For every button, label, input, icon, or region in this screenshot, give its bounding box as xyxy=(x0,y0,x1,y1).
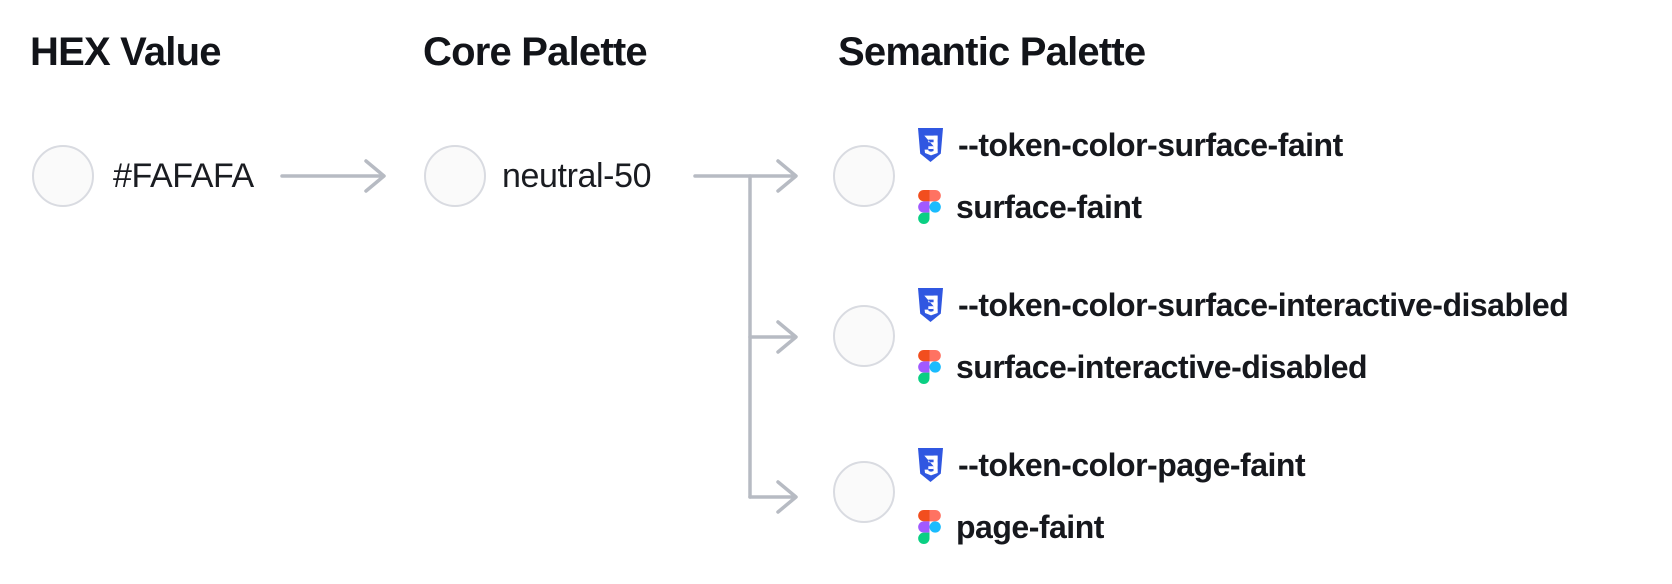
hex-color-swatch xyxy=(32,145,94,207)
css-variable-name: --token-color-page-faint xyxy=(958,446,1306,483)
semantic-color-swatch xyxy=(833,461,895,523)
css-token-row: --token-color-surface-faint xyxy=(918,127,1343,163)
core-palette-label: neutral-50 xyxy=(502,156,652,195)
figma-logo-icon xyxy=(918,190,941,224)
figma-style-row: surface-interactive-disabled xyxy=(918,348,1368,385)
css3-shield-icon xyxy=(918,448,943,482)
css3-shield-icon xyxy=(918,288,943,322)
arrowhead-semantic-3 xyxy=(776,480,798,514)
hex-value-column-heading: HEX Value xyxy=(30,30,221,74)
figma-logo-icon xyxy=(918,510,941,544)
css3-shield-icon xyxy=(918,128,943,162)
figma-style-name: page-faint xyxy=(956,508,1104,545)
css-token-row: --token-color-page-faint xyxy=(918,446,1306,483)
core-color-swatch xyxy=(424,145,486,207)
figma-style-name: surface-interactive-disabled xyxy=(956,348,1368,385)
semantic-palette-column-heading: Semantic Palette xyxy=(838,30,1146,74)
figma-style-row: page-faint xyxy=(918,509,1104,545)
arrowhead-hex-to-core xyxy=(364,159,386,193)
arrowhead-semantic-2 xyxy=(776,320,798,354)
figma-style-row: surface-faint xyxy=(918,189,1142,225)
css-variable-name: --token-color-surface-interactive-disabl… xyxy=(958,286,1569,323)
figma-style-name: surface-faint xyxy=(956,188,1142,225)
arrowhead-semantic-1 xyxy=(776,159,798,193)
figma-logo-icon xyxy=(918,350,941,384)
semantic-color-swatch xyxy=(833,305,895,367)
hex-value-label: #FAFAFA xyxy=(113,156,254,195)
core-palette-column-heading: Core Palette xyxy=(423,30,648,74)
css-variable-name: --token-color-surface-faint xyxy=(958,126,1343,163)
css-token-row: --token-color-surface-interactive-disabl… xyxy=(918,286,1569,323)
semantic-color-swatch xyxy=(833,145,895,207)
